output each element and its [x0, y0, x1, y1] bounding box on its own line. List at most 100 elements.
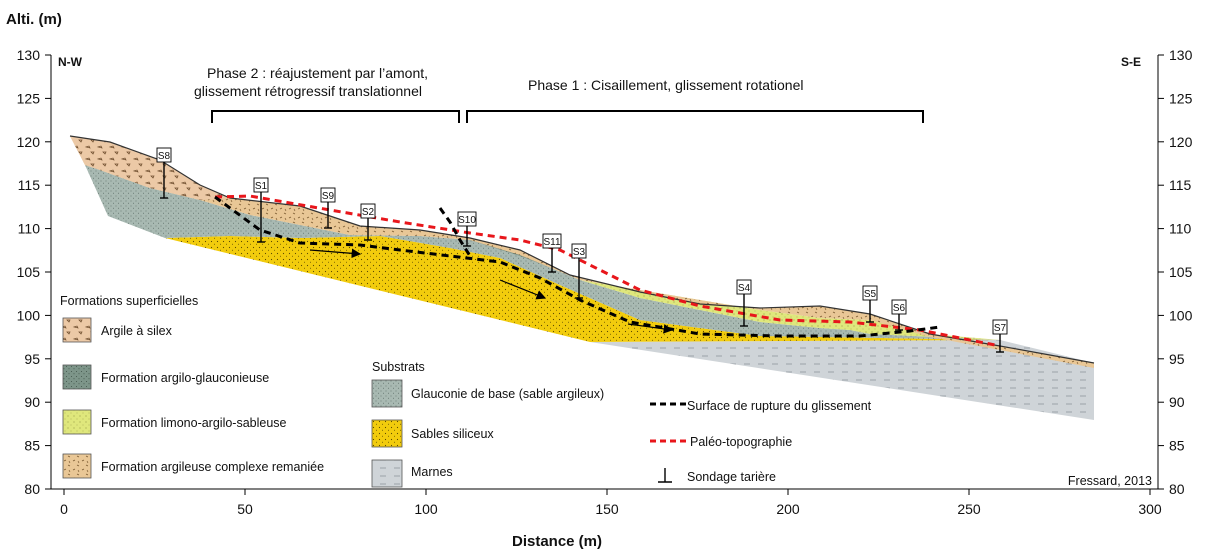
y-tick-label-right: 115 [1169, 177, 1192, 193]
y-tick-label: 80 [24, 481, 40, 497]
phase-1-label: Phase 1 : Cisaillement, glissement rotat… [528, 77, 803, 93]
borehole-label: S9 [322, 191, 335, 202]
x-tick-label: 0 [60, 501, 68, 517]
borehole-label: S2 [362, 207, 375, 218]
borehole-s6: S6 [891, 299, 907, 331]
x-tick-label: 50 [237, 501, 253, 517]
legend-swatch-marnes [371, 459, 403, 488]
phase-1-bracket: Phase 1 : Cisaillement, glissement rotat… [466, 77, 924, 123]
y-tick-label: 120 [17, 134, 41, 150]
legend-superficial: Formations superficielles Argile à silex… [60, 294, 324, 479]
x-tick-label: 200 [776, 501, 800, 517]
borehole-s7: S7 [992, 319, 1008, 353]
y-tick-label: 95 [24, 351, 40, 367]
y-tick-label: 130 [17, 47, 41, 63]
borehole-label: S11 [543, 237, 560, 248]
legend-label-argile-silex: Argile à silex [101, 324, 173, 338]
borehole-s2: S2 [360, 203, 376, 241]
legend-label-sables: Sables siliceux [411, 427, 494, 441]
y-tick-label: 110 [18, 221, 41, 237]
y-tick-label-right: 130 [1169, 47, 1193, 63]
legend-auger-label: Sondage tarière [687, 470, 776, 484]
y-tick-label: 125 [17, 90, 41, 106]
y-tick-label-right: 85 [1169, 438, 1185, 454]
legend-swatch-sables [371, 419, 403, 448]
legend-substrate-title: Substrats [372, 360, 425, 374]
phase-2-label-line2: glissement rétrogressif translationnel [194, 83, 422, 99]
x-tick-label: 300 [1138, 501, 1162, 517]
borehole-label: S4 [738, 283, 751, 294]
rupture-surface-line [214, 195, 941, 338]
borehole-s9: S9 [320, 187, 336, 229]
x-tick-label: 250 [957, 501, 981, 517]
y-tick-label: 115 [18, 177, 41, 193]
y-tick-label-right: 100 [1169, 307, 1193, 323]
movement-arrow [309, 248, 362, 259]
borehole-label: S5 [864, 289, 877, 300]
movement-arrow [499, 279, 547, 300]
borehole-s5: S5 [862, 285, 878, 323]
borehole-s10: S10 [457, 211, 477, 247]
legend-swatch-limono [62, 409, 92, 435]
layer-marnes [590, 340, 1094, 420]
borehole-label: S1 [255, 181, 268, 192]
legend-label-marnes: Marnes [411, 465, 453, 479]
rupture-scarp-line [438, 207, 472, 257]
phase-2-bracket: Phase 2 : réajustement par l’amont, glis… [194, 65, 460, 123]
y-tick-label-right: 110 [1169, 221, 1192, 237]
phase-2-label-line1: Phase 2 : réajustement par l’amont, [207, 65, 428, 81]
borehole-s8: S8 [156, 147, 172, 199]
layer-argile-silex [70, 136, 230, 200]
y-tick-label: 85 [24, 438, 40, 454]
legend-swatch-glauconie [371, 379, 403, 408]
legend-substrates: Substrats Glauconie de base (sable argil… [371, 360, 604, 488]
layer-sables-siliceux [165, 236, 1000, 342]
cross-section [69, 135, 1095, 420]
legend-swatch-remaniee [62, 453, 92, 479]
borehole-label: S3 [573, 247, 586, 258]
y-tick-label-right: 80 [1169, 481, 1185, 497]
legend-rupture-label: Surface de rupture du glissement [687, 399, 872, 413]
x-ticks: 0 50 100 150 200 250 300 [60, 489, 1162, 517]
x-axis-title: Distance (m) [512, 533, 602, 550]
layer-remaniee [70, 136, 1094, 368]
legend-label-argilo-glauconieuse: Formation argilo-glauconieuse [101, 371, 269, 385]
legend-swatch-argilo-glauconieuse [62, 364, 92, 390]
borehole-label: S10 [458, 215, 476, 226]
borehole-s1: S1 [253, 177, 269, 243]
credit: Fressard, 2013 [1068, 474, 1152, 488]
paleo-topography-line [214, 194, 1001, 348]
borehole-s4: S4 [736, 279, 752, 327]
direction-right: S-E [1121, 55, 1141, 69]
y-axis-title: Alti. (m) [6, 11, 62, 28]
direction-left: N-W [58, 55, 83, 69]
y-tick-label: 90 [24, 394, 40, 410]
borehole-s3: S3 [571, 243, 587, 299]
x-tick-label: 150 [595, 501, 619, 517]
y-tick-label-right: 105 [1169, 264, 1193, 280]
legend-label-limono: Formation limono-argilo-sableuse [101, 416, 287, 430]
y-tick-label: 100 [17, 307, 41, 323]
y-ticks-right: 80 85 90 95 100 105 110 115 120 125 130 [1158, 47, 1193, 497]
borehole-label: S7 [994, 323, 1007, 334]
legend-label-glauconie: Glauconie de base (sable argileux) [411, 387, 604, 401]
borehole-label: S6 [893, 303, 906, 314]
y-tick-label-right: 125 [1169, 90, 1193, 106]
x-tick-label: 100 [414, 501, 438, 517]
y-tick-label-right: 120 [1169, 134, 1193, 150]
y-tick-label-right: 90 [1169, 394, 1185, 410]
y-ticks-left: 80 85 90 95 100 105 110 115 120 125 130 [17, 47, 51, 497]
legend-lines: Surface de rupture du glissement Paléo-t… [650, 399, 872, 484]
legend-auger-symbol [658, 468, 672, 483]
legend-label-remaniee: Formation argileuse complexe remaniée [101, 460, 324, 474]
y-tick-label: 105 [17, 264, 41, 280]
movement-arrow [627, 323, 674, 334]
borehole-s11: S11 [542, 233, 562, 273]
y-tick-label-right: 95 [1169, 351, 1185, 367]
borehole-label: S8 [158, 151, 171, 162]
legend-superficial-title: Formations superficielles [60, 294, 198, 308]
legend-paleo-label: Paléo-topographie [690, 435, 792, 449]
legend-swatch-argile-silex [62, 317, 92, 343]
